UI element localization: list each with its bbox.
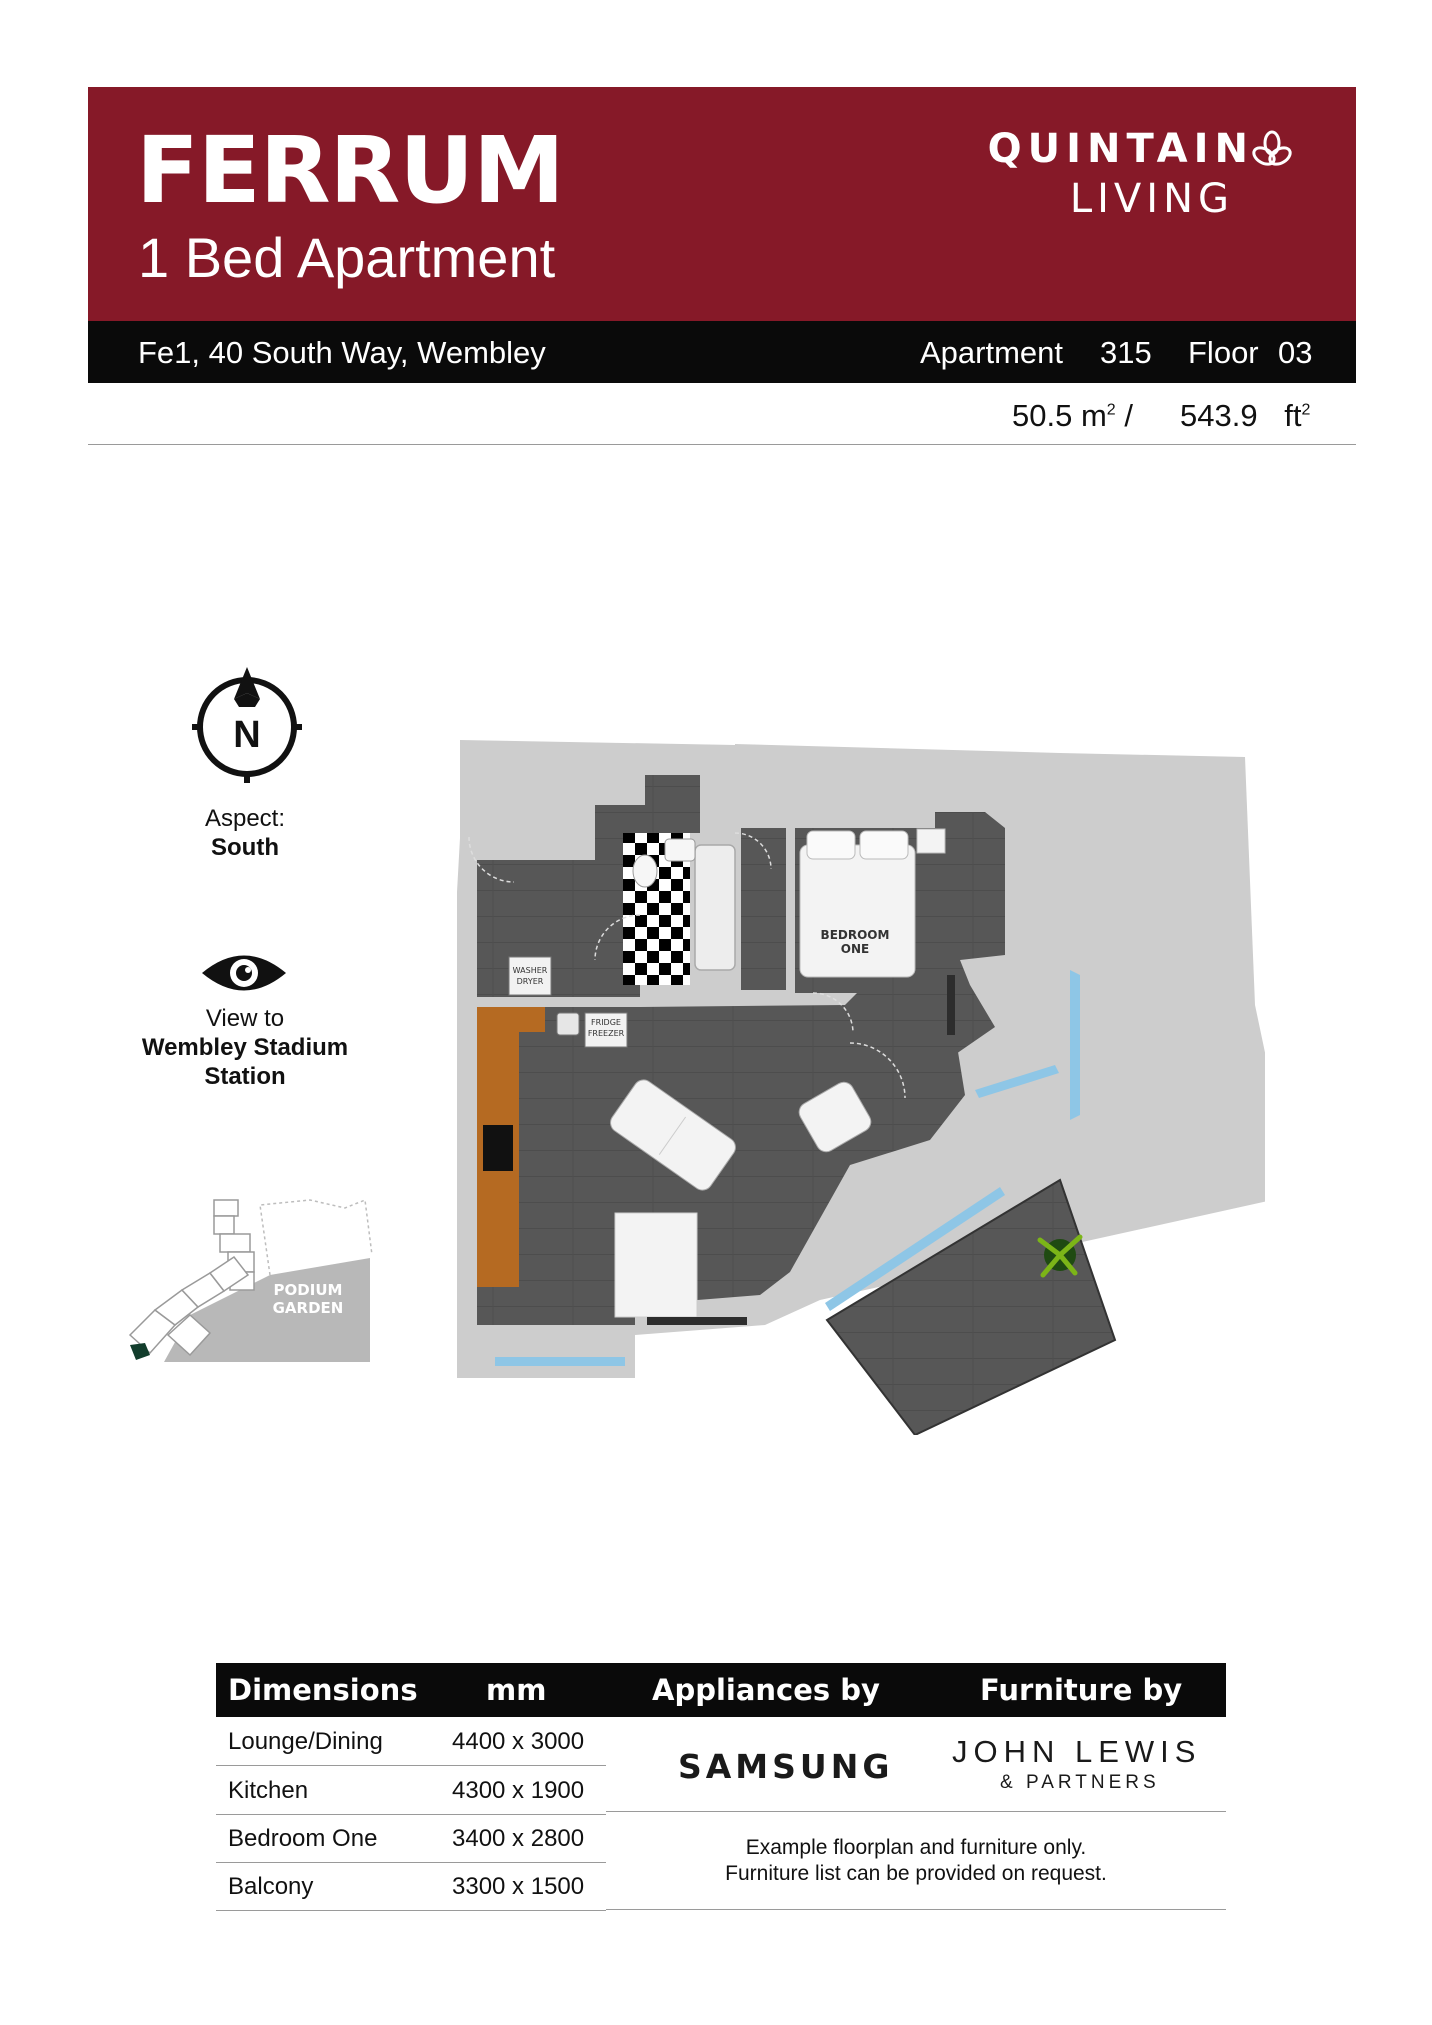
washer-label-line2: DRYER [517,977,544,986]
trefoil-logo-icon [1252,130,1292,166]
sofa [610,1079,736,1191]
wardrobe-floor [741,828,786,990]
hall-floor [477,775,700,997]
table-row: Bedroom One 3400 x 2800 [216,1814,606,1863]
floor-number: 03 [1278,335,1313,370]
radiator [647,1317,747,1325]
area-sqm-value: 50.5 [1012,398,1073,433]
room-dimensions: 3300 x 1500 [452,1873,585,1900]
sink [556,1012,580,1036]
area-sqm: 50.5 m2 / [1012,398,1133,434]
room-name: Kitchen [228,1777,309,1804]
superscript: 2 [1301,401,1311,419]
divider [606,1909,1226,1910]
area-sqm-unit: m [1080,398,1107,433]
room-dimensions: 4400 x 3000 [452,1728,585,1755]
divider [606,1811,1226,1812]
washer-dryer [508,956,552,996]
logo-line2: LIVING [1069,176,1234,222]
view-value: Wembley Stadium [141,1034,349,1061]
table-row: Kitchen 4300 x 1900 [216,1766,606,1815]
compass-icon: N [192,667,302,783]
view-label: View to [205,1005,285,1032]
john-lewis-partners: & PARTNERS [1000,1772,1160,1793]
keyplan-label: PODIUM [274,1281,343,1299]
bedside-table [916,828,946,854]
logo-line1: QUINTAIN [987,126,1254,172]
room-name: Bedroom One [228,1825,378,1852]
apartment-type: 1 Bed Apartment [138,226,556,289]
samsung-logo: SAMSUNG [678,1747,894,1786]
header-appliances: Appliances by [652,1673,880,1707]
header-banner: FERRUM 1 Bed Apartment QUINTAIN LIVING [88,87,1356,321]
area-separator: / [1124,398,1133,433]
pillow-left [806,830,856,860]
area-sqft-value: 543.9 [1180,398,1258,433]
specs-table-header: Dimensions mm Appliances by Furniture by [216,1663,1226,1717]
armchair [798,1081,872,1153]
area-sqft: 543.9 ft2 [1180,398,1310,434]
development-name: FERRUM [136,117,565,224]
floor-plan: FRIDGE FREEZER WASHER DRYER BEDROOM ONE [457,740,1265,1435]
table-row: Lounge/Dining 4400 x 3000 [216,1717,606,1766]
address: Fe1, 40 South Way, Wembley [138,335,546,370]
pillow-right [859,830,909,860]
bedroom-label-line2: ONE [841,942,869,956]
eye-icon [202,955,286,991]
compass-letter: N [233,714,260,756]
fridge-label: FRIDGE [591,1018,621,1027]
table-row: Balcony 3300 x 1500 [216,1862,606,1911]
disclaimer-note-line2: Furniture list can be provided on reques… [725,1862,1107,1885]
divider [88,444,1356,445]
bathtub [694,844,736,971]
superscript: 2 [1106,401,1116,419]
room-name: Balcony [228,1873,314,1900]
double-bed [799,844,916,978]
balcony-plant [1037,1234,1083,1278]
area-sqft-unit: ft [1284,398,1302,433]
floor-label: Floor [1188,335,1259,370]
header-dimensions: Dimensions [228,1673,418,1707]
aspect-value: South [211,834,279,861]
fridge-freezer [584,1012,628,1048]
disclaimer-note: Example floorplan and furniture only. [745,1836,1087,1859]
fridge-label-line2: FREEZER [588,1029,625,1038]
basin [664,838,696,862]
key-plan: PODIUM GARDEN [128,1198,373,1362]
hob [483,1125,513,1171]
dining-table [614,1212,698,1318]
toilet [632,854,658,888]
john-lewis-logo: JOHN LEWIS [952,1734,1202,1769]
address-bar: Fe1, 40 South Way, Wembley Apartment 315… [88,321,1356,383]
room-name: Lounge/Dining [228,1728,383,1755]
apartment-label: Apartment [920,335,1064,370]
room-dimensions: 3400 x 2800 [452,1825,585,1852]
keyplan-label-line2: GARDEN [273,1299,344,1317]
header-mm: mm [486,1673,547,1707]
apartment-number: 315 [1100,335,1152,370]
room-dimensions: 4300 x 1900 [452,1777,585,1804]
aspect-label: Aspect: [204,805,286,832]
view-value-line2: Station [204,1063,286,1090]
header-furniture: Furniture by [980,1673,1183,1707]
glazing [495,970,1080,1366]
radiator-bedroom [947,975,955,1035]
quintain-living-logo: QUINTAIN LIVING [988,129,1294,222]
washer-label: WASHER [513,966,548,975]
bedroom-label: BEDROOM [821,928,890,942]
